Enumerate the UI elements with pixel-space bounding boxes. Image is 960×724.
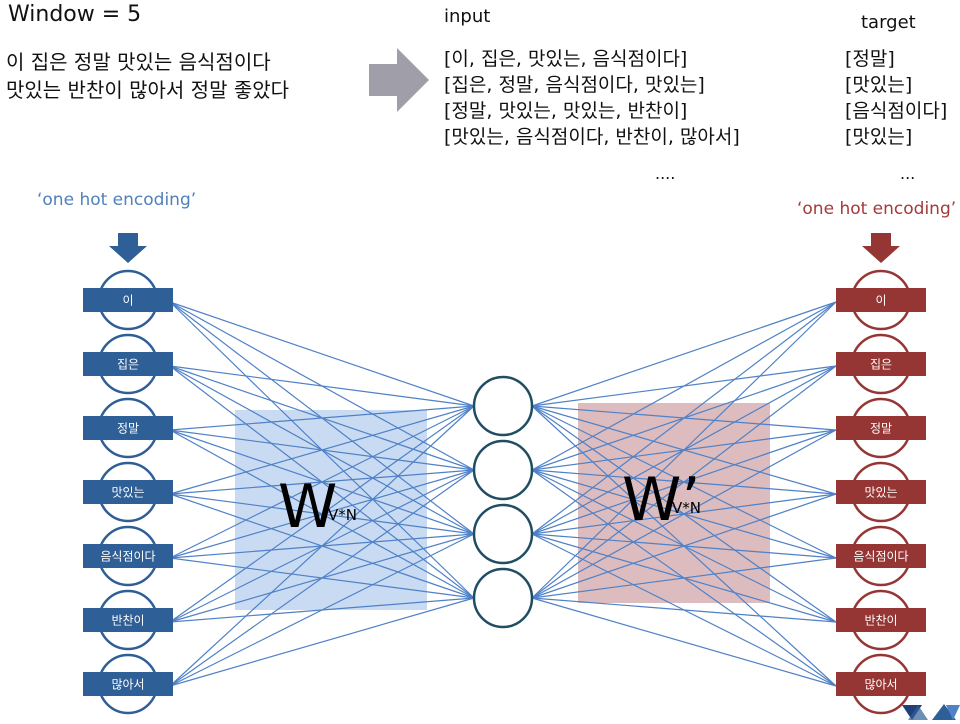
edge-input-hidden <box>169 365 475 407</box>
output-word-node: 많아서 <box>836 653 926 715</box>
input-context-row: [집은, 정말, 음식점이다, 맛있는] <box>444 74 705 96</box>
input-column-title: input <box>444 6 491 27</box>
hidden-layer-node <box>472 439 534 501</box>
edge-input-hidden <box>169 469 475 687</box>
input-node-box <box>83 352 173 376</box>
connection-edges <box>169 301 837 687</box>
target-word-row: [맛있는] <box>845 74 913 96</box>
input-context-row: [이, 집은, 맛있는, 음식점이다] <box>444 48 688 70</box>
input-word-node: 맛있는 <box>83 461 173 523</box>
output-node-box <box>836 352 926 376</box>
edge-hidden-output <box>531 597 837 687</box>
input-ellipsis: .... <box>655 164 676 183</box>
output-word-node: 정말 <box>836 397 926 459</box>
hidden-layer-node <box>472 567 534 629</box>
input-node-box <box>83 288 173 312</box>
target-word-row: [음식점이다] <box>845 100 948 122</box>
input-context-row: [정말, 맛있는, 맛있는, 반찬이] <box>444 100 688 122</box>
output-node-box <box>836 544 926 568</box>
output-node-label: 맛있는 <box>864 486 897 500</box>
input-word-node: 많아서 <box>83 653 173 715</box>
output-node-box <box>836 288 926 312</box>
input-node-label: 집은 <box>117 358 139 372</box>
input-node-box <box>83 608 173 632</box>
output-node-box <box>836 672 926 696</box>
edge-input-hidden <box>169 405 475 623</box>
weight-w-subscript: V*N <box>328 506 357 524</box>
target-word-row: [맛있는] <box>845 126 913 148</box>
example-sentence: 맛있는 반찬이 많아서 정말 좋았다 <box>6 78 290 102</box>
edge-input-hidden <box>169 301 475 407</box>
output-node-label: 이 <box>875 294 886 308</box>
input-node-box <box>83 672 173 696</box>
target-column-title: target <box>861 12 916 33</box>
window-size-title: Window = 5 <box>8 2 142 27</box>
input-word-node: 반찬이 <box>83 589 173 651</box>
output-node-label: 집은 <box>870 358 892 372</box>
example-sentence: 이 집은 정말 맛있는 음식점이다 <box>6 50 271 74</box>
edge-hidden-output <box>531 301 837 535</box>
edge-hidden-output <box>531 493 837 599</box>
edge-hidden-output <box>531 301 837 471</box>
edge-input-hidden <box>169 597 475 687</box>
target-word-row: [정말] <box>845 48 895 70</box>
edge-hidden-output <box>531 301 837 599</box>
input-word-node: 정말 <box>83 397 173 459</box>
weight-matrix-w-prime-box <box>578 403 770 603</box>
output-word-node: 이 <box>836 269 926 331</box>
input-node-label: 반찬이 <box>111 613 144 628</box>
output-node-label: 정말 <box>870 422 892 436</box>
edge-input-hidden <box>169 533 475 687</box>
output-node-box <box>836 480 926 504</box>
output-word-node: 반찬이 <box>836 589 926 651</box>
input-node-label: 맛있는 <box>111 486 144 500</box>
corner-logo-icon <box>902 704 960 720</box>
output-node-label: 반찬이 <box>864 613 897 628</box>
input-node-label: 정말 <box>117 422 139 436</box>
down-arrow-icon <box>862 233 900 263</box>
input-word-node: 집은 <box>83 333 173 395</box>
edge-hidden-output <box>531 597 837 623</box>
edge-input-hidden <box>169 405 475 687</box>
output-word-node: 음식점이다 <box>836 525 926 587</box>
input-node-label: 많아서 <box>111 678 144 692</box>
input-word-node: 이 <box>83 269 173 331</box>
output-node-box <box>836 608 926 632</box>
input-node-label: 음식점이다 <box>100 550 155 564</box>
input-context-row: [맛있는, 음식점이다, 반찬이, 많아서] <box>444 126 740 148</box>
weight-w-symbol: W <box>278 472 337 542</box>
one-hot-encoding-label-right: ‘one hot encoding’ <box>797 199 957 219</box>
edge-hidden-output <box>531 301 837 407</box>
output-word-node: 맛있는 <box>836 461 926 523</box>
down-arrow-icon <box>109 233 147 263</box>
input-node-box <box>83 544 173 568</box>
edge-input-hidden <box>169 405 475 431</box>
hidden-layer-node <box>472 503 534 565</box>
input-word-node: 음식점이다 <box>83 525 173 587</box>
edge-input-hidden <box>169 405 475 495</box>
output-word-node: 집은 <box>836 333 926 395</box>
output-node-label: 음식점이다 <box>853 550 908 564</box>
input-node-label: 이 <box>122 294 133 308</box>
hidden-layer-node <box>472 375 534 437</box>
input-node-box <box>83 416 173 440</box>
input-node-box <box>83 480 173 504</box>
output-node-label: 많아서 <box>864 678 897 692</box>
edge-hidden-output <box>531 365 837 599</box>
weight-w-prime-subscript: V*N <box>672 499 701 517</box>
weight-w-prime-symbol: W’ <box>622 465 700 535</box>
target-ellipsis: ... <box>900 164 916 183</box>
edge-input-hidden <box>169 405 475 559</box>
one-hot-encoding-label-left: ‘one hot encoding’ <box>37 190 197 210</box>
right-arrow-icon <box>369 48 429 112</box>
output-node-box <box>836 416 926 440</box>
edge-hidden-output <box>531 429 837 599</box>
edge-hidden-output <box>531 557 837 599</box>
